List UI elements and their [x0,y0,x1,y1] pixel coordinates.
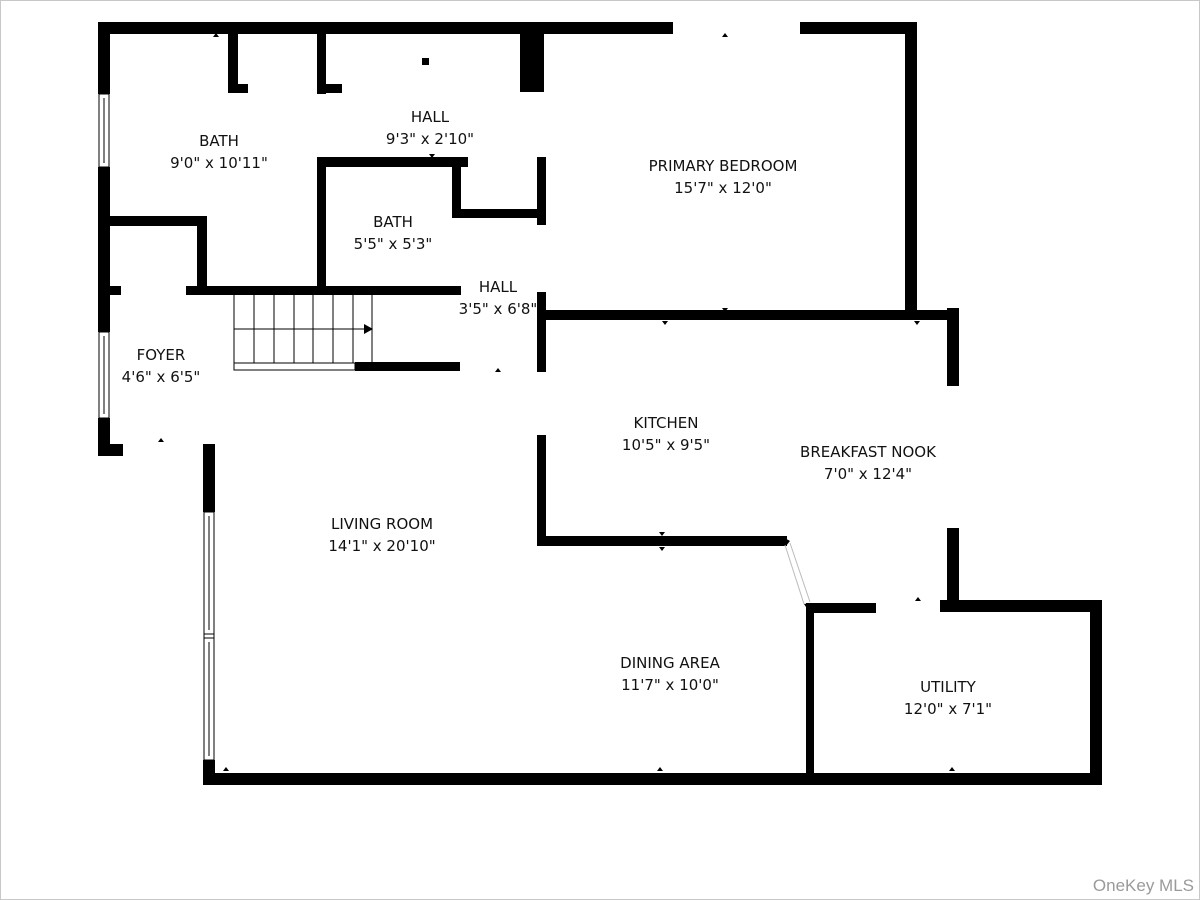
room-label-utility: UTILITY 12'0" x 7'1" [904,676,992,720]
room-name: BATH [373,213,413,231]
room-dimensions: 15'7" x 12'0" [674,179,772,197]
room-dimensions: 4'6" x 6'5" [121,368,201,386]
room-name: HALL [478,278,518,296]
room-label-breakfast-nook: BREAKFAST NOOK 7'0" x 12'4" [800,441,936,485]
room-dimensions: 11'7" x 10'0" [621,676,719,694]
room-dimensions: 9'0" x 10'11" [170,154,268,172]
room-name: UTILITY [920,678,976,696]
room-label-foyer: FOYER 4'6" x 6'5" [122,344,201,388]
room-dimensions: 7'0" x 12'4" [823,465,913,483]
room-label-bath-1: BATH 9'0" x 10'11" [170,130,268,174]
room-label-hall-1: HALL 9'3" x 2'10" [386,106,474,150]
room-dimensions: 12'0" x 7'1" [903,700,993,718]
room-label-living-room: LIVING ROOM 14'1" x 20'10" [328,513,435,557]
room-dimensions: 10'5" x 9'5" [621,436,711,454]
room-label-dining-area: DINING AREA 11'7" x 10'0" [620,652,720,696]
room-name: DINING AREA [620,654,720,672]
room-label-bath-2: BATH 5'5" x 5'3" [354,211,433,255]
room-dimensions: 14'1" x 20'10" [328,537,436,555]
watermark: OneKey MLS [1092,876,1194,895]
room-name: BREAKFAST NOOK [800,443,936,461]
room-name: FOYER [136,346,186,364]
room-dimensions: 9'3" x 2'10" [385,130,475,148]
room-name: KITCHEN [633,414,699,432]
room-dimensions: 5'5" x 5'3" [353,235,433,253]
room-name: HALL [410,108,450,126]
room-dimensions: 3'5" x 6'8" [458,300,538,318]
room-name: BATH [199,132,239,150]
room-name: PRIMARY BEDROOM [648,157,798,175]
room-label-kitchen: KITCHEN 10'5" x 9'5" [622,412,710,456]
room-label-primary-bedroom: PRIMARY BEDROOM 15'7" x 12'0" [649,155,798,199]
room-label-hall-2: HALL 3'5" x 6'8" [459,276,538,320]
room-name: LIVING ROOM [330,515,434,533]
